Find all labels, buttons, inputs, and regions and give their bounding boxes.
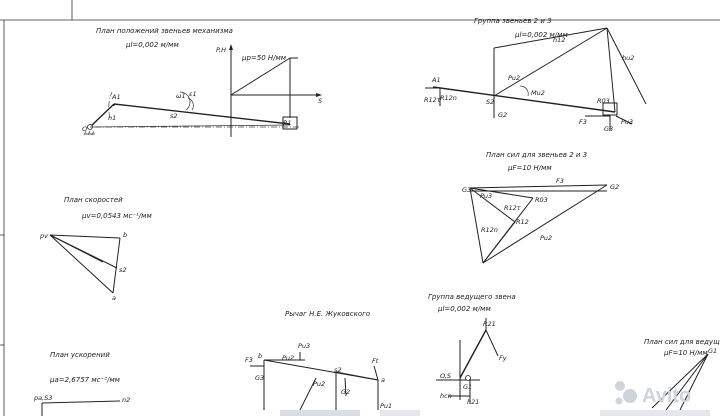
velocity-title: План скоростей: [64, 196, 123, 204]
lead-force-scale: μF=10 Н/мм: [663, 349, 708, 357]
force-plan-lead: План сил для ведущего звена μF=10 Н/мм G…: [644, 338, 720, 411]
label-B1: B1: [283, 119, 292, 127]
watermark-dot-icon: [623, 389, 637, 403]
zhukovsky-lever: Рычаг Н.Е. Жуковского F3 b G3 Pu3 Pu2 s2…: [245, 310, 392, 411]
a-n2: n2: [122, 396, 130, 404]
velocity-plan: План скоростей μv=0,0543 мс⁻¹/мм pv b s2…: [39, 196, 152, 302]
z-b: b: [258, 352, 262, 360]
velocity-scale: μv=0,0543 мс⁻¹/мм: [81, 212, 152, 220]
watermark-dot-icon: [615, 397, 623, 405]
z-Ft: Ft: [372, 357, 379, 365]
label-n1: n1: [108, 114, 116, 122]
z-G3: G3: [255, 374, 264, 382]
f23-R12n: R12n: [481, 226, 498, 234]
acceleration-plan: План ускорений μa=2,6757 мс⁻²/мм pa,S3 n…: [33, 351, 130, 416]
force-plan-2-3: План сил для звеньев 2 и 3 μF=10 Н/мм G3…: [462, 151, 619, 264]
group-2-3: Группа звеньев 2 и 3 μl=0,002 м/мм A1 R1…: [424, 17, 647, 133]
g23-G3: G3: [604, 125, 613, 133]
lead-force-title: План сил для ведущего звена: [644, 338, 720, 346]
g23-Mu2: Mu2: [531, 89, 545, 97]
f23-R03: R03: [535, 196, 548, 204]
f23-Pu3: Pu3: [480, 192, 492, 200]
label-A1: A1: [111, 93, 121, 101]
group23-scale: μl=0,002 м/мм: [514, 31, 568, 39]
watermark-logo: Avito: [612, 374, 712, 414]
g23-R12n: R12n: [440, 94, 457, 102]
force23-scale: μF=10 Н/мм: [507, 164, 552, 172]
z-G2: G2: [341, 388, 350, 396]
mechanism-title: План положений звеньев механизма: [96, 27, 233, 35]
g23-F3: F3: [579, 118, 587, 126]
label-O: O: [82, 125, 87, 133]
lead-scale: μl=0,002 м/мм: [437, 305, 491, 313]
f23-R12: R12: [516, 218, 529, 226]
zhukovsky-title: Рычаг Н.Е. Жуковского: [285, 310, 370, 318]
watermark-text: Avito: [642, 385, 691, 407]
g23-Pu2: Pu2: [508, 74, 520, 82]
lead-R21: R21: [483, 320, 496, 328]
g23-hu2: hu2: [622, 54, 634, 62]
v-b: b: [123, 231, 127, 239]
axis-P: P,H: [216, 46, 226, 54]
z-s2: s2: [334, 366, 342, 374]
group23-title: Группа звеньев 2 и 3: [474, 17, 552, 25]
z-Pu2b: Pu2: [313, 380, 325, 388]
a-pa: pa,S3: [33, 394, 52, 402]
f23-G3: G3: [462, 186, 471, 194]
z-Pu3: Pu3: [298, 342, 310, 350]
g23-R03: R03: [597, 97, 610, 105]
lead-G1: G1: [463, 383, 472, 391]
f23-R12t: R12τ: [504, 204, 521, 212]
label-e1: ε1: [189, 90, 197, 98]
v-pv: pv: [39, 232, 48, 240]
g23-h12: h12: [553, 36, 565, 44]
lead-link-group: Группа ведущего звена μl=0,002 м/мм R21 …: [428, 293, 516, 406]
force23-title: План сил для звеньев 2 и 3: [486, 151, 587, 159]
g23-G2: G2: [498, 111, 507, 119]
mechanism-plan: План положений звеньев механизма μl=0,00…: [82, 27, 300, 136]
axis-S: S: [318, 97, 322, 105]
lf-G1: G1: [708, 347, 717, 355]
label-s2: s2: [170, 112, 178, 120]
lead-title: Группа ведущего звена: [428, 293, 516, 301]
z-Pu2: Pu2: [282, 354, 294, 362]
lead-h21: h21: [467, 398, 479, 406]
g23-S2: S2: [486, 98, 494, 106]
accel-title: План ускорений: [50, 351, 110, 359]
accel-scale: μa=2,6757 мс⁻²/мм: [49, 376, 121, 384]
pv-scale: μp=50 Н/мм: [241, 54, 287, 62]
f23-G2: G2: [610, 183, 619, 191]
g23-Pu3: Pu3: [621, 118, 633, 126]
z-a: a: [381, 376, 385, 384]
lead-Fy: Fy: [499, 354, 507, 362]
watermark-dot-icon: [615, 381, 625, 391]
g23-A1: A1: [431, 76, 441, 84]
force-stroke-diagram: P,H S μp=50 Н/мм: [216, 44, 322, 137]
v-a: a: [112, 294, 116, 302]
g23-R12t: R12τ: [424, 96, 441, 104]
z-Pur: Pu1: [380, 402, 392, 410]
lead-hcn: hcn: [440, 392, 452, 400]
v-s2: s2: [119, 266, 127, 274]
mechanism-scale: μl=0,002 м/мм: [125, 41, 179, 49]
z-F3: F3: [245, 356, 253, 364]
f23-Pu2: Pu2: [540, 234, 552, 242]
bottom-toolbar: [280, 410, 710, 416]
label-w1: ω1: [176, 92, 186, 100]
f23-F3: F3: [556, 177, 564, 185]
lead-O: O,S: [440, 372, 451, 380]
